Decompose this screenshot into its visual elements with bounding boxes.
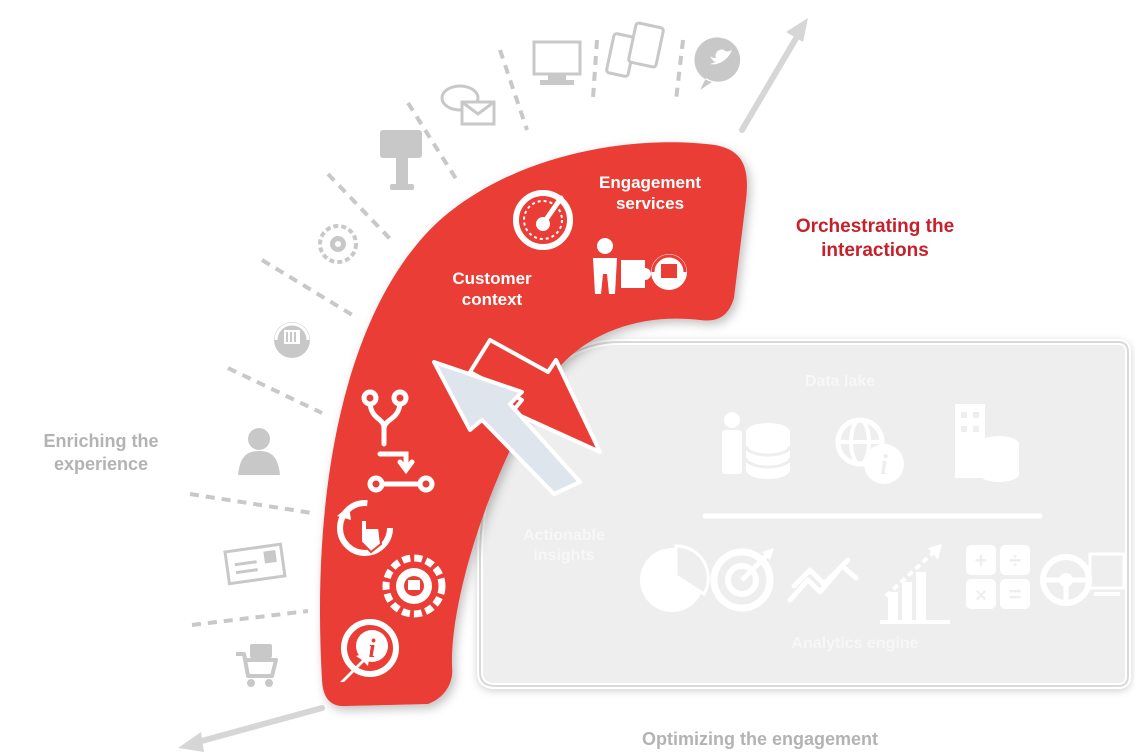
- gear-headset-icon: [318, 224, 358, 264]
- building-database-icon: [955, 404, 1019, 482]
- trend-line-icon: [787, 557, 859, 603]
- mobile-tablet-icon: [605, 21, 665, 78]
- outer-arrow-bottom: [178, 705, 325, 752]
- actionable-insights-label: Actionable insights: [523, 527, 605, 564]
- svg-text:i: i: [368, 634, 376, 663]
- touch-refresh-icon: [337, 500, 393, 556]
- gear-headset-band-icon: [382, 554, 446, 618]
- branch-flow-icon: [361, 389, 435, 493]
- person-puzzle-headset-icon: [593, 238, 687, 294]
- calculator-icon: + ÷ × =: [966, 545, 1030, 609]
- optimizing-label: Optimizing the engagement: [641, 729, 878, 749]
- info-pointer-icon: i: [340, 619, 399, 682]
- globe-info-icon: i: [835, 417, 904, 484]
- flow-arrow-to-band: [432, 360, 582, 496]
- monitor-icon: [532, 40, 582, 85]
- radial-dashes: [189, 39, 685, 627]
- engagement-services-label: Engagement services: [598, 173, 702, 214]
- orchestrating-label: Orchestrating the interactions: [795, 216, 955, 261]
- kiosk-icon: [380, 130, 422, 190]
- mail-icon: [223, 542, 287, 586]
- shopping-cart-icon: [236, 644, 278, 687]
- svg-text:=: =: [1009, 582, 1022, 607]
- speedometer-icon: [513, 190, 573, 250]
- customer-context-label: Customer context: [452, 269, 532, 310]
- social-bird-icon: [694, 37, 741, 90]
- person-database-icon: [722, 412, 792, 479]
- data-lake-label: Data lake: [804, 373, 876, 390]
- enriching-label: Enriching the experience: [43, 431, 159, 474]
- target-icon: [710, 548, 774, 612]
- growth-bars-icon: [880, 544, 950, 624]
- headset-icon: [274, 322, 310, 358]
- pie-chart-icon: [640, 544, 710, 612]
- chat-email-icon: [440, 84, 496, 126]
- outer-arrow-top: [739, 18, 808, 133]
- analytics-engine-label: Analytics engine: [791, 635, 919, 652]
- svg-text:+: +: [975, 548, 988, 573]
- person-icon: [238, 428, 280, 475]
- svg-text:×: ×: [975, 585, 987, 607]
- svg-text:i: i: [880, 450, 888, 481]
- steering-wheel-icon: [1040, 552, 1126, 606]
- svg-text:÷: ÷: [1009, 548, 1021, 573]
